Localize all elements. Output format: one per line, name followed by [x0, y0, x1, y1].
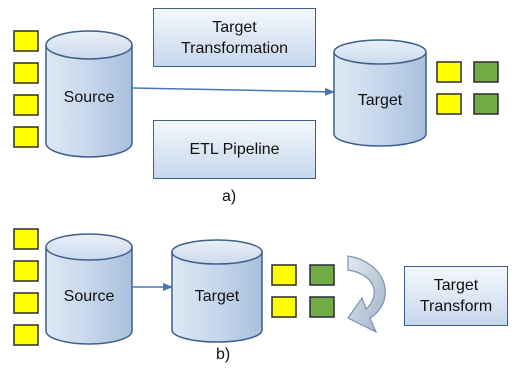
diagram-a-target-cylinder	[333, 39, 427, 147]
transformed-item	[309, 264, 335, 286]
diagram-b-source-items	[13, 228, 39, 346]
raw-item	[13, 260, 39, 282]
transformed-item	[309, 296, 335, 318]
diagram-b-source-label: Source	[63, 288, 115, 305]
raw-item	[271, 296, 297, 318]
raw-item	[13, 228, 39, 250]
diagram-b-target-items	[271, 264, 335, 318]
raw-item	[13, 62, 39, 84]
diagram-a-source-cylinder	[45, 30, 133, 158]
diagram-b-caption: b)	[216, 346, 231, 363]
raw-item	[436, 93, 462, 115]
raw-item	[13, 324, 39, 346]
target-transform-box: Target Transform	[404, 266, 508, 326]
raw-item	[436, 61, 462, 83]
diagram-a-source-label: Source	[63, 89, 115, 106]
transformed-item	[473, 61, 499, 83]
diagram-a-source-items	[13, 30, 39, 148]
diagram-b-source-cylinder	[45, 233, 133, 345]
raw-item	[271, 264, 297, 286]
diagram-a-target-items	[436, 61, 499, 115]
raw-item	[13, 94, 39, 116]
raw-item	[13, 126, 39, 148]
diagram-b-target-cylinder	[171, 239, 263, 343]
diagram-a-target-label: Target	[357, 92, 403, 109]
diagram-b-target-label: Target	[194, 288, 240, 305]
transformed-item	[473, 93, 499, 115]
target-transformation-box: Target Transformation	[153, 8, 316, 67]
raw-item	[13, 30, 39, 52]
curved-arrow-icon	[347, 255, 386, 334]
diagram-a-caption: a)	[222, 188, 237, 205]
diagram-a-flow-arrow	[131, 87, 335, 96]
raw-item	[13, 292, 39, 314]
etl-pipeline-box: ETL Pipeline	[153, 120, 316, 179]
